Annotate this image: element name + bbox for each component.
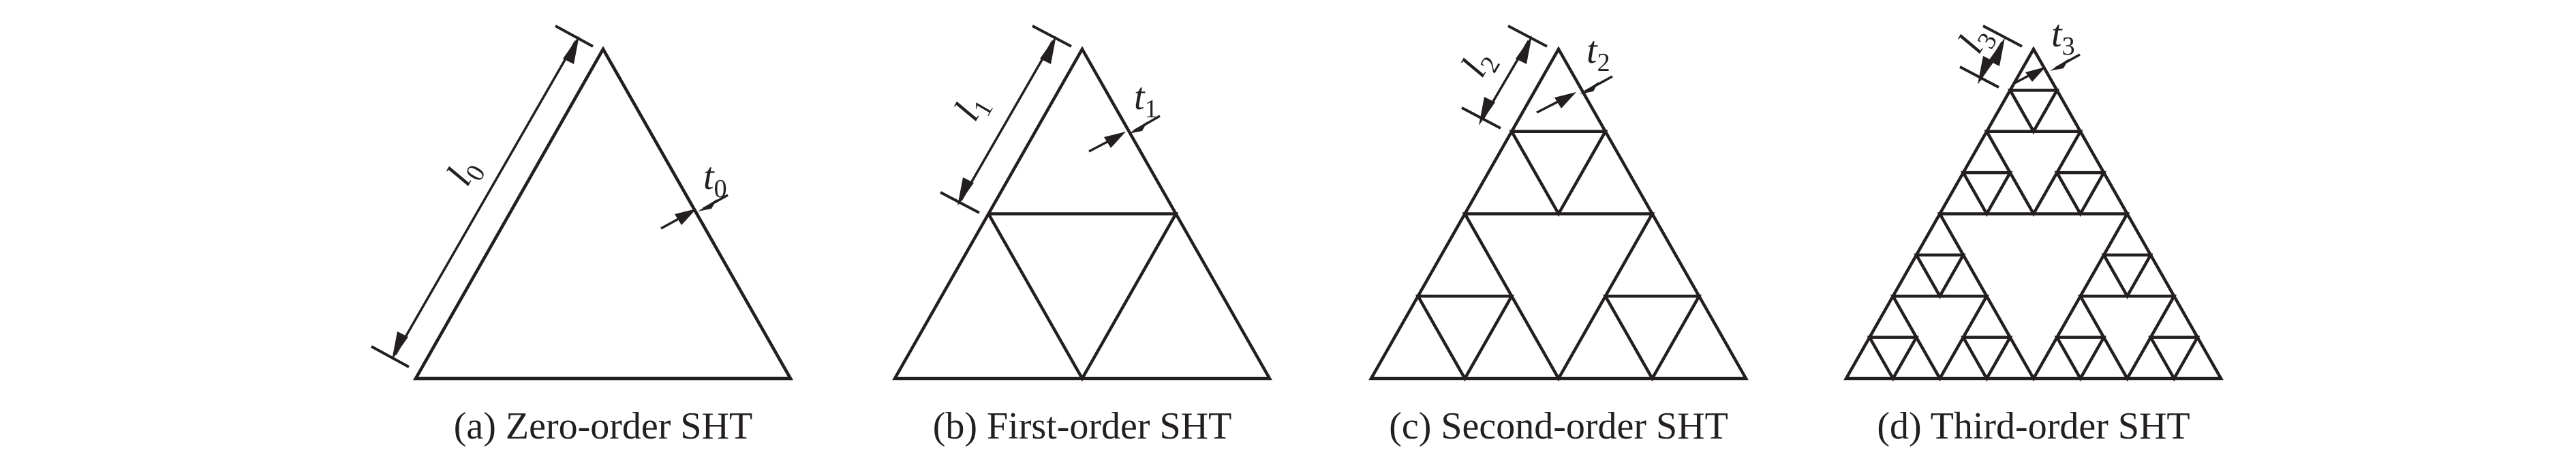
length-arrow-top: [1040, 35, 1056, 64]
panel-zero-order: l0 t0 (a) Zero-order SHT: [371, 25, 793, 447]
thickness-label: t2: [1586, 29, 1610, 77]
inner-triangles: [1415, 130, 1702, 382]
length-label: l1: [946, 86, 999, 130]
thickness-arrow-left: [1554, 92, 1576, 108]
length-tick-bottom: [371, 345, 410, 368]
thickness-label: t1: [1134, 76, 1158, 123]
inverted-triangle: [1914, 253, 1966, 299]
length-arrow-top: [1989, 38, 2005, 66]
inverted-triangle: [1961, 336, 2013, 382]
inverted-triangle: [2007, 89, 2060, 135]
inverted-triangle: [1867, 336, 1919, 382]
length-label: l0: [438, 151, 491, 195]
length-arrow-bottom: [957, 177, 974, 206]
length-arrow-top: [1516, 35, 1532, 64]
length-label: l2: [1453, 42, 1506, 87]
inner-inverted-triangle: [987, 212, 1179, 382]
caption-third-order: (d) Third-order SHT: [1877, 405, 2190, 447]
thickness-arrow-right: [2050, 59, 2069, 71]
panel-third-order: l3 t3 (d) Third-order SHT: [1843, 13, 2224, 447]
inverted-triangle: [2054, 171, 2106, 218]
length-tick-top: [1507, 25, 1548, 48]
thickness-arrow-left: [2025, 67, 2046, 82]
thickness-arrow-left: [675, 209, 696, 225]
caption-zero-order: (a) Zero-order SHT: [454, 405, 752, 447]
thickness-arrow-right: [698, 199, 717, 211]
length-tick-top: [555, 25, 594, 48]
panel-second-order: l2 t2 (c) Second-order SHT: [1368, 25, 1749, 447]
thickness-arrow-right: [1129, 121, 1148, 134]
inverted-triangle: [2148, 336, 2201, 382]
caption-second-order: (c) Second-order SHT: [1389, 405, 1728, 447]
length-dimension-line: [960, 40, 1054, 201]
inverted-triangle: [1961, 171, 2013, 218]
inverted-triangle: [2054, 336, 2106, 382]
panel-first-order: l1 t1 (b) First-order SHT: [892, 25, 1272, 447]
length-arrow-bottom: [392, 331, 408, 360]
thickness-arrow-left: [1104, 132, 1126, 148]
length-arrow-top: [563, 35, 579, 64]
thickness-arrow-right: [1580, 82, 1599, 94]
length-arrow-bottom: [1978, 56, 1994, 85]
inner-triangle-boundary: [413, 46, 793, 381]
outer-triangle: [413, 46, 793, 381]
inverted-triangle: [1415, 295, 1515, 382]
thickness-label: t0: [703, 156, 727, 203]
inverted-triangle: [1602, 295, 1702, 382]
caption-first-order: (b) First-order SHT: [933, 405, 1232, 447]
length-dimension-line: [394, 40, 577, 355]
inverted-triangle: [2101, 253, 2153, 299]
inverted-triangle: [1509, 130, 1608, 218]
length-tick-top: [1982, 25, 2023, 48]
inner-triangles: [1867, 89, 2201, 382]
length-tick-top: [1032, 25, 1072, 48]
length-arrow-bottom: [1479, 97, 1495, 125]
thickness-label: t3: [2051, 13, 2075, 61]
